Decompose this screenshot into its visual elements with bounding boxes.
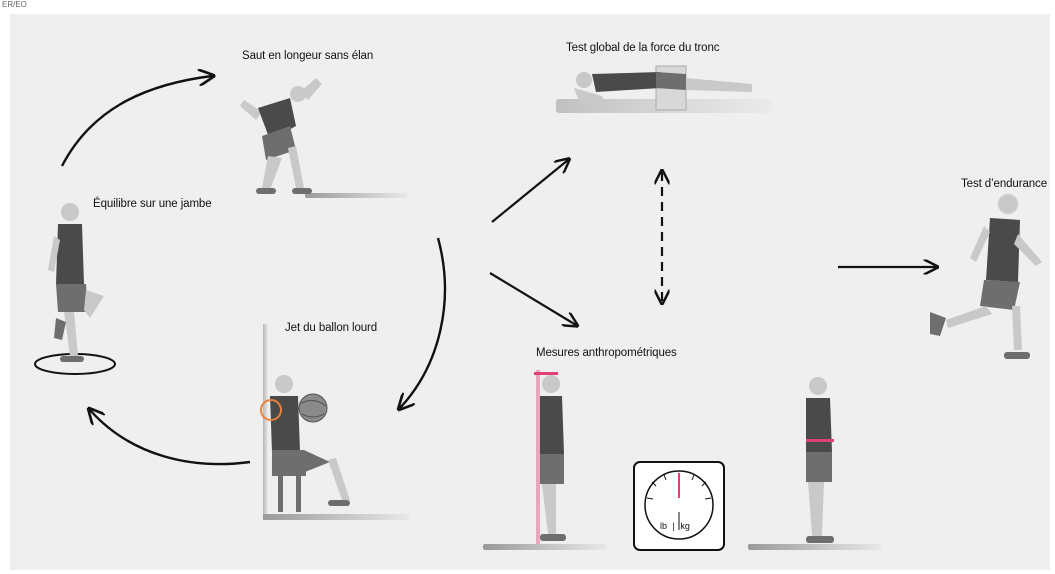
cycle-arrows xyxy=(62,76,445,464)
balance-figure xyxy=(35,203,115,374)
waist-measure-figure xyxy=(748,377,882,550)
arrow-jump-to-ball xyxy=(400,238,445,408)
arrow-balance-to-jump xyxy=(62,76,212,166)
arrow-to-anthropometrics xyxy=(490,273,576,325)
runner-figure xyxy=(930,194,1042,359)
arrow-ball-to-balance xyxy=(90,410,250,464)
arrow-to-trunk-test xyxy=(492,160,568,222)
long-jump-figure xyxy=(240,78,407,198)
label-endurance: Test d’endurance xyxy=(961,178,1047,190)
scale-unit-kg: kg xyxy=(680,521,690,531)
weight-scale xyxy=(634,462,724,550)
height-measure-figure xyxy=(483,370,607,550)
scale-units: lb | kg xyxy=(660,521,690,531)
label-standing-long-jump: Saut en longeur sans élan xyxy=(242,50,373,62)
label-anthropometrics: Mesures anthropométriques xyxy=(536,347,677,359)
label-medicine-ball: Jet du ballon lourd xyxy=(285,322,377,334)
branch-arrows xyxy=(490,160,936,325)
label-trunk-strength: Test global de la force du tronc xyxy=(566,42,719,54)
ball-throw-figure xyxy=(261,324,409,520)
plank-figure xyxy=(556,66,772,113)
label-one-leg-balance: Équilibre sur une jambe xyxy=(93,198,212,210)
scale-unit-lb: lb xyxy=(660,521,667,531)
